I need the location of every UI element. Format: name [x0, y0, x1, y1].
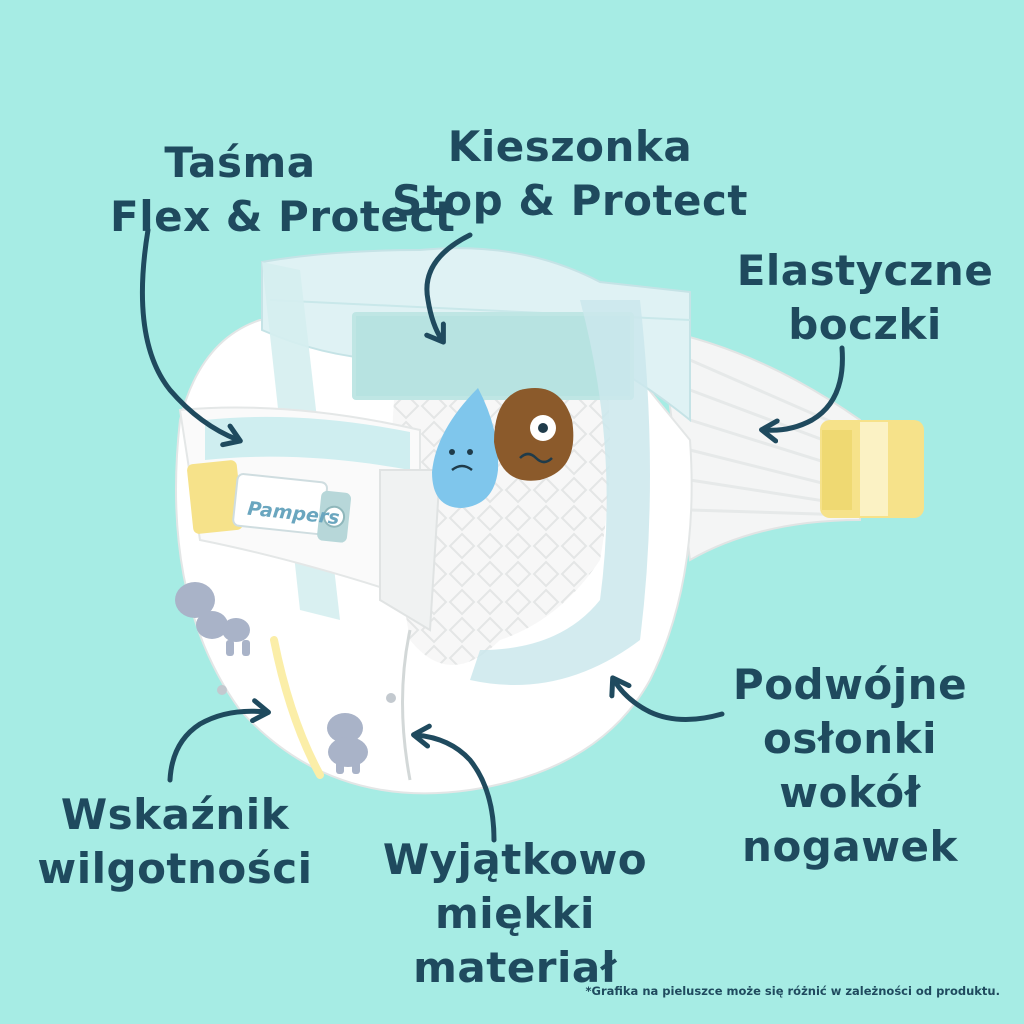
callout-elastic-sides: Elastyczne boczki	[725, 244, 1005, 352]
wetness-indicator-line	[270, 636, 324, 779]
callout-soft-material: Wyjątkowo miękki materiał	[370, 833, 660, 995]
callout-line: Podwójne	[732, 660, 968, 709]
callout-line: Flex & Protect	[110, 192, 456, 241]
callout-line: osłonki	[762, 714, 938, 763]
pampers-label	[232, 473, 352, 543]
curved-arrow-icon	[759, 345, 845, 444]
callout-flex-protect-tape: Taśma Flex & Protect	[110, 136, 456, 244]
callout-line: wokół	[779, 768, 921, 817]
curved-arrow-icon	[139, 227, 243, 448]
callout-line: wilgotności	[37, 844, 313, 893]
curved-arrow-icon	[411, 723, 497, 843]
callout-line: miękki	[435, 889, 595, 938]
callout-line: Kieszonka	[447, 122, 693, 171]
callout-line: Elastyczne	[736, 246, 994, 295]
curved-arrow-icon	[167, 698, 271, 783]
elephant-icon	[327, 713, 368, 774]
disclaimer-footnote: *Grafika na pieluszce może się różnić w …	[585, 984, 1001, 998]
curved-arrow-icon	[609, 675, 725, 723]
callout-wetness-indicator: Wskaźnik wilgotności	[30, 788, 320, 896]
elephant-icon	[175, 582, 250, 656]
poop-drop-icon	[494, 388, 574, 481]
callout-line: nogawek	[742, 822, 958, 871]
callout-line: Wyjątkowo	[382, 835, 648, 884]
callout-line: boczki	[788, 300, 942, 349]
curved-arrow-icon	[424, 232, 473, 345]
callout-line: materiał	[413, 943, 617, 992]
callout-line: Wskaźnik	[60, 790, 290, 839]
callout-line: Taśma	[164, 138, 316, 187]
callout-line: Stop & Protect	[391, 176, 748, 225]
callout-stop-protect-pocket: Kieszonka Stop & Protect	[390, 120, 750, 228]
callout-double-leg-cuffs: Podwójne osłonki wokół nogawek	[730, 658, 970, 874]
right-leg-cuff	[470, 300, 650, 685]
water-drop-icon	[432, 388, 499, 508]
